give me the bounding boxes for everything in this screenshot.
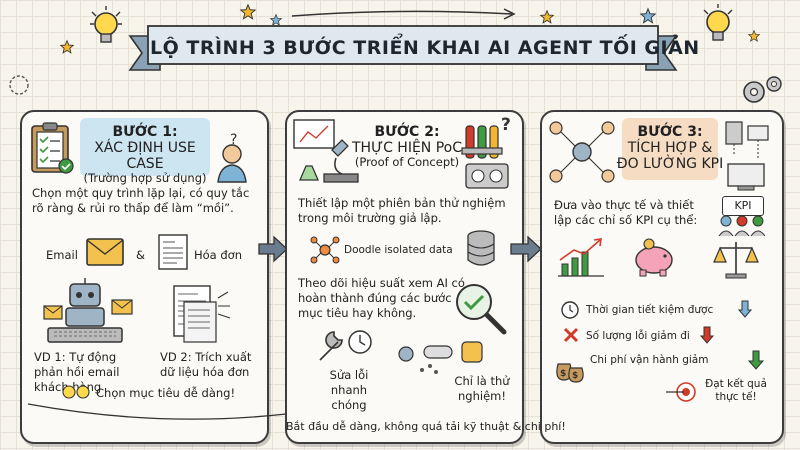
wrench-clock-icon bbox=[319, 330, 372, 361]
star-icon bbox=[59, 39, 75, 54]
monitor-text: Theo dõi hiệu suất xem AI có hoàn thành … bbox=[298, 276, 465, 320]
svg-text:$: $ bbox=[560, 369, 566, 379]
computers-icon bbox=[725, 121, 769, 191]
metric-cost-reduced: Chi phí vận hành giảm bbox=[590, 354, 709, 366]
isolated-data-label: Doodle isolated data bbox=[344, 244, 453, 256]
thinking-person-icon: ? bbox=[217, 132, 247, 183]
step-3-description: Đưa vào thực tế và thiết lập các chỉ số … bbox=[554, 198, 698, 227]
question-mark-icon: ? bbox=[501, 115, 511, 135]
star-icon bbox=[639, 7, 657, 24]
network-nodes-icon bbox=[310, 236, 340, 264]
step-1-footer: Chọn mục tiêu dễ dàng! bbox=[96, 386, 236, 400]
gear-icon bbox=[743, 76, 782, 103]
invoice-icon bbox=[158, 234, 188, 270]
step-3-title-line-2: ĐO LƯỜNG KPI bbox=[616, 156, 724, 173]
smile-icons bbox=[62, 385, 90, 399]
example-2-text: VD 2: Trích xuất dữ liệu hóa đơn bbox=[160, 350, 252, 379]
star-icon bbox=[747, 29, 761, 42]
step-2-description: Thiết lập một phiên bản thử nghiệm trong… bbox=[298, 196, 506, 225]
step-3-title: TÍCH HỢP & bbox=[627, 140, 713, 157]
team-icon bbox=[718, 215, 766, 237]
step-2-title: THỰC HIỆN PoC bbox=[351, 140, 463, 157]
step-2-heading: BƯỚC 2: THỰC HIỆN PoC (Proof of Concept) bbox=[350, 124, 464, 169]
footer-arrow bbox=[27, 403, 287, 420]
result-text: Đạt kết quả thực tế! bbox=[705, 378, 767, 403]
people-network-icon bbox=[549, 121, 615, 183]
magnifier-check-icon bbox=[456, 284, 507, 335]
flow-arrow-2 bbox=[510, 235, 542, 263]
step-1-highlight bbox=[80, 118, 210, 176]
test-tubes-icon bbox=[461, 125, 509, 189]
star-icon bbox=[539, 9, 555, 24]
step-1-heading: BƯỚC 1: XÁC ĐỊNH USE CASE (Trường hợp sử… bbox=[80, 124, 210, 186]
svg-text:$: $ bbox=[572, 371, 578, 381]
metric-time-saved: Thời gian tiết kiệm được bbox=[586, 304, 714, 316]
svg-text:?: ? bbox=[501, 115, 511, 135]
footer-note: Bắt đầu dễ dàng, không quá tải kỹ thuật … bbox=[286, 420, 566, 433]
step-3-heading: BƯỚC 3: TÍCH HỢP & ĐO LƯỜNG KPI bbox=[616, 124, 724, 172]
balance-scale-icon bbox=[713, 242, 759, 279]
metric-errors-reduced: Số lượng lỗi giảm đi bbox=[586, 330, 690, 342]
test-text: Chỉ là thử nghiệm! bbox=[454, 374, 510, 403]
flow-arrow-1 bbox=[258, 235, 288, 263]
envelope-icon bbox=[86, 238, 124, 266]
title-banner bbox=[128, 25, 678, 71]
kpi-badge: KPI bbox=[722, 196, 764, 216]
step-1-number: BƯỚC 1: bbox=[112, 124, 178, 140]
target-icon bbox=[666, 382, 696, 402]
lightbulb-icon bbox=[90, 6, 122, 43]
step-1-subtitle: (Trường hợp sử dụng) bbox=[83, 171, 207, 186]
page-title: LỘ TRÌNH 3 BƯỚC TRIỂN KHAI AI AGENT TỐI … bbox=[150, 37, 700, 59]
star-icon bbox=[269, 13, 283, 26]
piggy-bank-icon bbox=[635, 238, 673, 277]
clipboard-checklist-icon bbox=[31, 122, 74, 174]
step-1-description: Chọn một quy trình lặp lại, có quy tắc r… bbox=[32, 186, 250, 215]
down-arrow-icon bbox=[737, 300, 753, 318]
star-icon bbox=[239, 3, 257, 20]
svg-text:?: ? bbox=[230, 132, 237, 148]
top-flow-arrow bbox=[291, 8, 516, 20]
red-down-arrow-icon bbox=[699, 326, 715, 344]
step-2-subtitle: (Proof of Concept) bbox=[354, 155, 460, 170]
step-3-highlight bbox=[622, 118, 718, 180]
microscope-lab-icon bbox=[293, 119, 359, 183]
fix-text: Sửa lỗi nhanh chóng bbox=[329, 368, 369, 412]
ampersand: & bbox=[136, 248, 145, 262]
error-x-icon bbox=[563, 327, 579, 343]
robot-laptop-icon bbox=[43, 278, 133, 343]
database-icon bbox=[467, 230, 495, 266]
email-label: Email bbox=[46, 248, 78, 262]
invoice-label: Hóa đơn bbox=[194, 248, 243, 262]
lightbulb-icon bbox=[703, 4, 733, 41]
document-extract-icon bbox=[173, 285, 231, 343]
money-bags-icon: $ $ bbox=[556, 363, 584, 383]
test-doodles-icon bbox=[398, 341, 483, 374]
gear-icon bbox=[9, 75, 29, 95]
step-3-number: BƯỚC 3: bbox=[637, 124, 703, 140]
step-2-number: BƯỚC 2: bbox=[374, 124, 440, 140]
growth-chart-icon bbox=[558, 238, 604, 277]
step-1-title: XÁC ĐỊNH USE CASE bbox=[94, 140, 196, 173]
clock-icon bbox=[561, 301, 579, 319]
green-down-arrow-icon bbox=[747, 350, 765, 370]
